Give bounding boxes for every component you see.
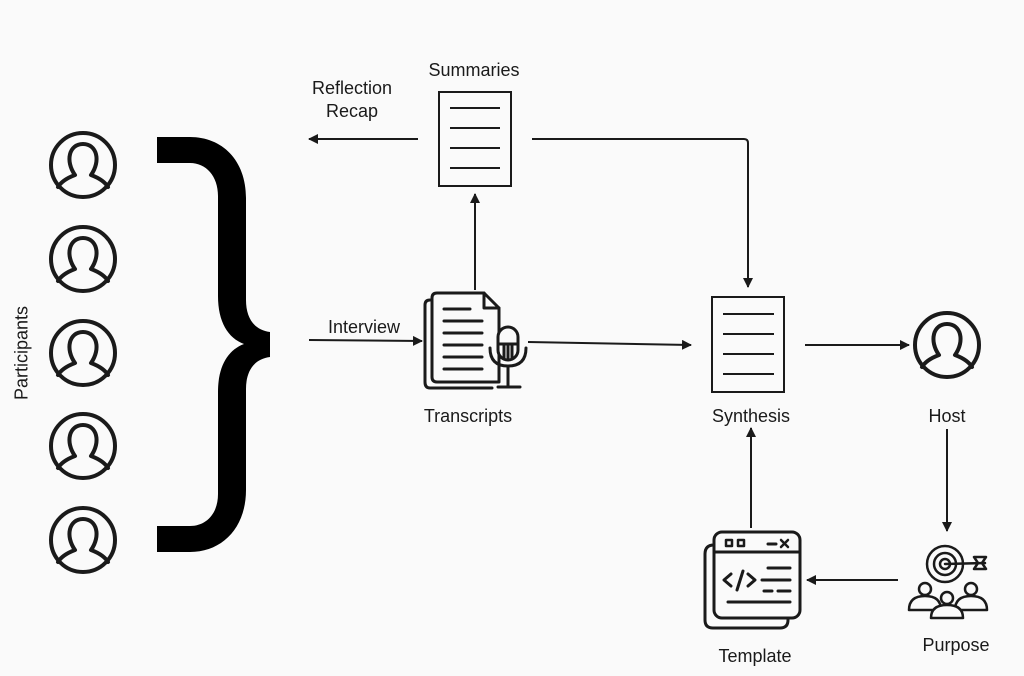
arrow-summaries-to-synthesis [532, 138, 753, 288]
transcripts-label: Transcripts [423, 406, 513, 426]
arrow-participants-to-transcripts [308, 335, 423, 346]
transcripts-document-microphone-icon [423, 291, 528, 390]
arrow-transcripts-to-synthesis [527, 339, 692, 350]
synthesis-label: Synthesis [711, 406, 791, 426]
synthesis-document-icon [711, 296, 785, 393]
summaries-document-icon [438, 91, 512, 187]
template-code-window-icon [703, 530, 802, 630]
purpose-target-audience-icon [907, 544, 989, 620]
host-label: Host [928, 406, 966, 426]
summaries-label: Summaries [428, 60, 520, 80]
reflection-label-line1: Reflection [311, 78, 393, 98]
interview-label: Interview [327, 317, 401, 337]
host-user-icon [913, 311, 981, 379]
participant-5-user-icon [49, 506, 117, 574]
participants-label: Participants [11, 305, 32, 401]
participant-1-user-icon [49, 131, 117, 199]
template-label: Template [718, 646, 792, 666]
participant-2-user-icon [49, 225, 117, 293]
participant-4-user-icon [49, 412, 117, 480]
reflection-recap-label: Reflection Recap [312, 77, 392, 122]
arrows [308, 134, 952, 585]
recap-label-line2: Recap [325, 100, 379, 121]
purpose-label: Purpose [922, 635, 990, 655]
participant-3-user-icon [49, 319, 117, 387]
participant-icons [49, 131, 117, 574]
participants-brace [157, 137, 270, 552]
